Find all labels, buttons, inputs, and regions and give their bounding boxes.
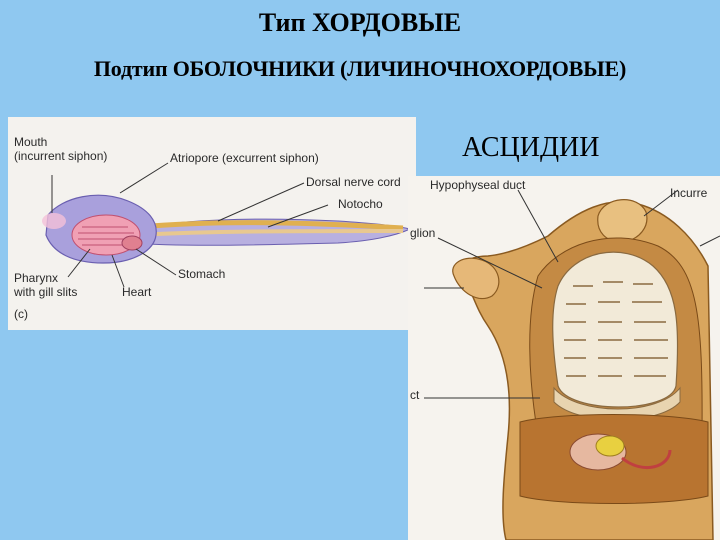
larva-diagram: Mouth (incurrent siphon) Atriopore (excu… — [8, 117, 416, 330]
label-panel-tag: (c) — [14, 307, 28, 321]
ascidia-heading: АСЦИДИИ — [462, 132, 600, 163]
label-mouth-sub: (incurrent siphon) — [14, 149, 108, 163]
label-stomach: Stomach — [178, 267, 226, 281]
label-duct: ct — [410, 388, 420, 402]
label-incurrent: Incurre — [670, 186, 708, 200]
label-pharynx-sub: with gill slits — [14, 285, 78, 299]
larva-illustration — [42, 162, 412, 288]
ascidian-illustration — [424, 189, 720, 540]
slide-subtitle: Подтип ОБОЛОЧНИКИ (ЛИЧИНОЧНОХОРДОВЫЕ) — [93, 56, 627, 81]
label-atriopore: Atriopore (excurrent siphon) — [170, 151, 319, 165]
label-dorsal-nerve: Dorsal nerve cord — [306, 175, 401, 189]
label-ganglion: glion — [410, 226, 436, 240]
label-mouth: Mouth — [14, 135, 48, 149]
label-heart: Heart — [122, 285, 152, 299]
slide-title: Тип ХОРДОВЫЕ — [258, 8, 462, 37]
label-hypophyseal: Hypophyseal duct — [430, 178, 526, 192]
ascidian-diagram: Hypophyseal duct Incurre glion ct — [408, 176, 720, 540]
label-pharynx: Pharynx — [14, 271, 59, 285]
label-notochord: Notocho — [338, 197, 383, 211]
